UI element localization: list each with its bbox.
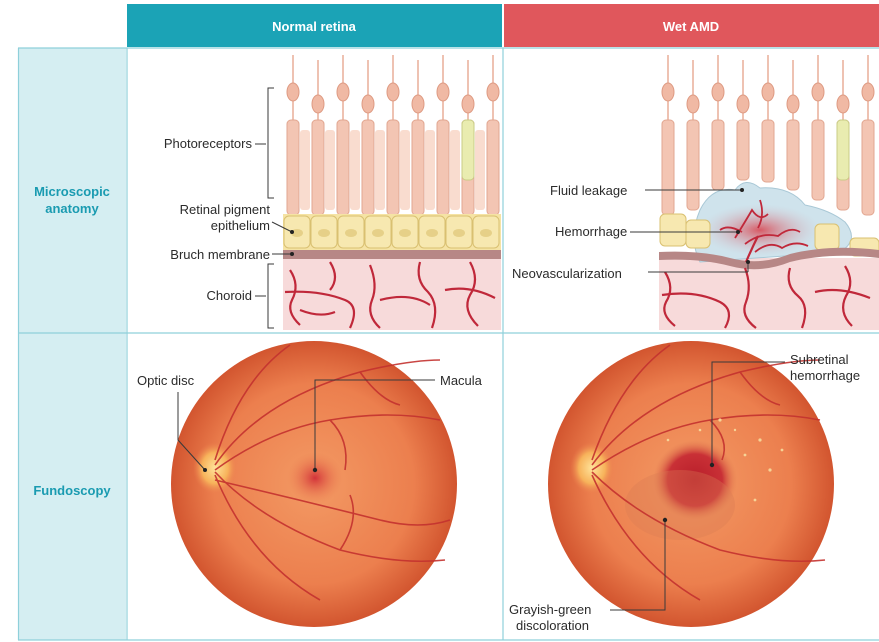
label-bruch-membrane: Bruch membrane xyxy=(170,247,270,262)
label-neovascularization: Neovascularization xyxy=(512,266,622,281)
amd-fundus xyxy=(548,341,834,627)
normal-photoreceptors xyxy=(287,55,499,215)
amd-cross-section xyxy=(659,55,879,330)
normal-cross-section xyxy=(283,55,501,330)
label-subretinal-line2: hemorrhage xyxy=(790,368,860,383)
label-grayish-line1: Grayish-green xyxy=(509,602,591,617)
normal-rpe-layer xyxy=(283,214,501,250)
label-macula: Macula xyxy=(440,373,483,388)
label-fluid-leakage: Fluid leakage xyxy=(550,183,627,198)
label-photoreceptors: Photoreceptors xyxy=(164,136,253,151)
label-rpe-line2: epithelium xyxy=(211,218,270,233)
row-label-microscopic: Microscopic xyxy=(34,184,110,199)
row-label-fundoscopy: Fundoscopy xyxy=(33,483,111,498)
row-label-column xyxy=(18,48,126,640)
label-rpe-line1: Retinal pigment xyxy=(180,202,271,217)
label-subretinal-line1: Subretinal xyxy=(790,352,849,367)
normal-bruch-membrane xyxy=(283,250,501,259)
label-optic-disc-normal: Optic disc xyxy=(137,373,195,388)
normal-retina-header-label: Normal retina xyxy=(272,19,357,34)
normal-labels: Photoreceptors Retinal pigment epitheliu… xyxy=(164,88,294,328)
row-label-anatomy: anatomy xyxy=(45,201,99,216)
wet-amd-header-label: Wet AMD xyxy=(663,19,719,34)
label-hemorrhage: Hemorrhage xyxy=(555,224,627,239)
normal-fundus xyxy=(171,341,457,627)
label-choroid: Choroid xyxy=(206,288,252,303)
label-grayish-line2: discoloration xyxy=(516,618,589,633)
